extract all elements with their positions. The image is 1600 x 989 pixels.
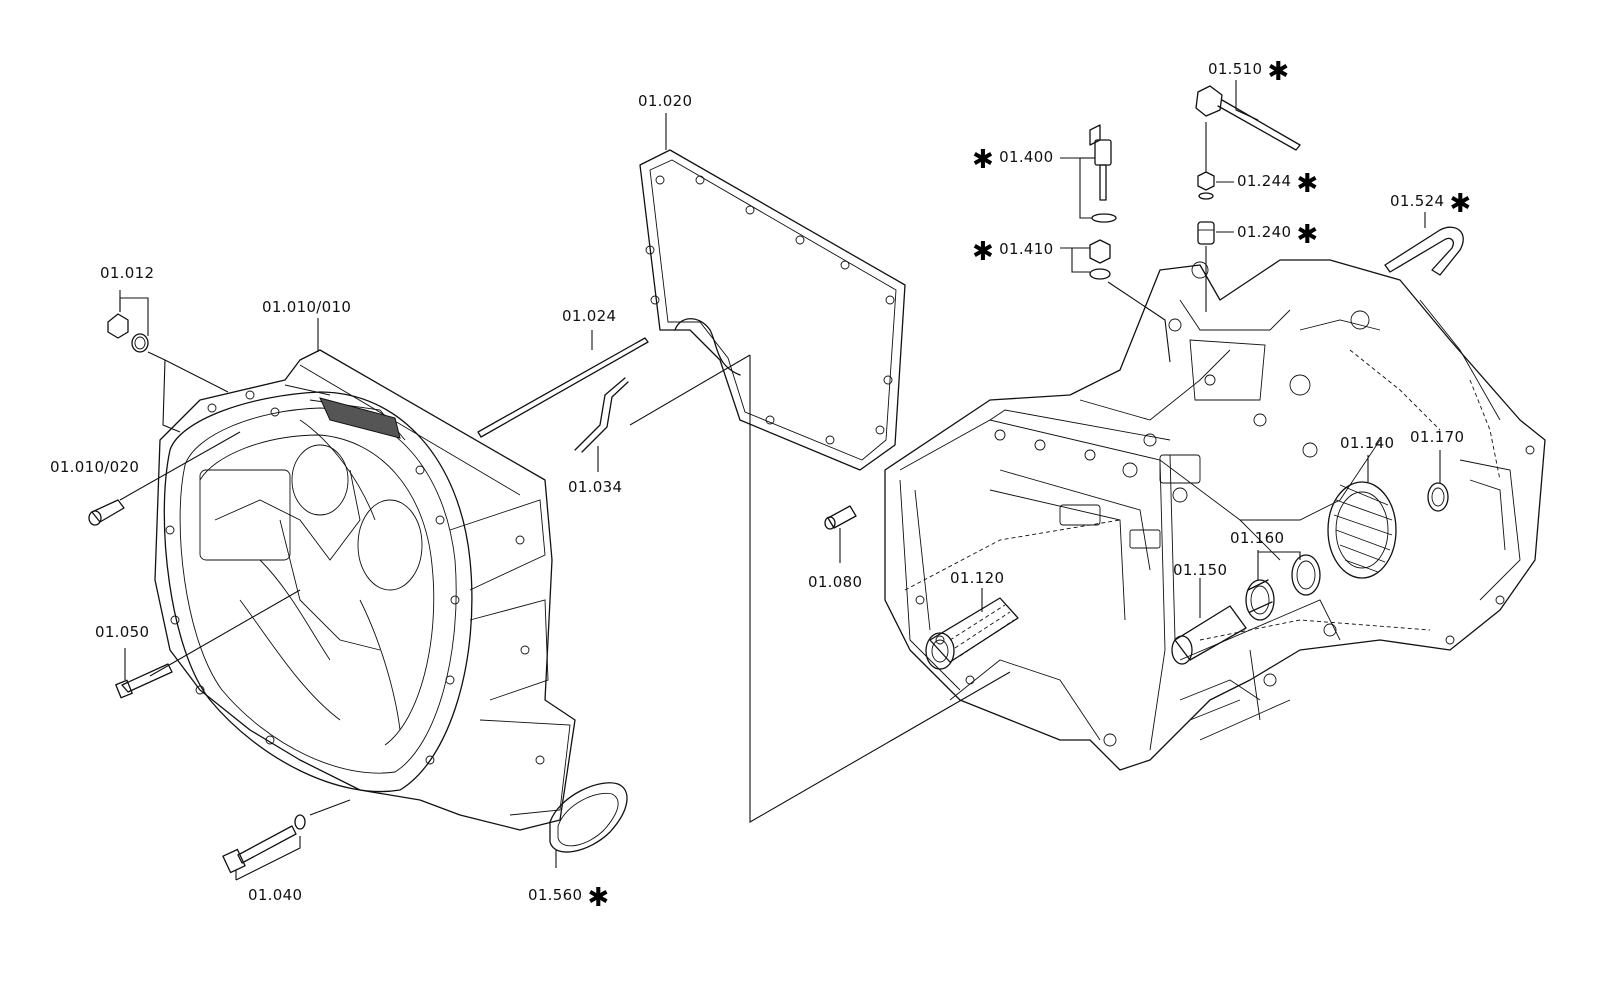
label-01024: 01.024 (562, 307, 617, 325)
oil-rod (477, 337, 649, 438)
sensor-01400 (1089, 124, 1117, 223)
label-01524: 01.524 ✱ (1390, 191, 1471, 217)
part-number-01400: 01.400 (999, 148, 1054, 166)
bolt-01040 (222, 814, 306, 874)
part-number-01510: 01.510 (1208, 60, 1263, 78)
gearbox-housing (884, 259, 1546, 771)
bolt-01050 (115, 663, 173, 699)
asterisk-icon: ✱ (1296, 220, 1319, 250)
label-01080: 01.080 (808, 573, 863, 591)
asterisk-icon: ✱ (1449, 189, 1472, 219)
valve-01240 (1197, 221, 1215, 245)
cover-01560 (549, 782, 628, 853)
asterisk-icon: ✱ (587, 883, 610, 913)
label-01150: 01.150 (1173, 561, 1228, 579)
label-01020: 01.020 (638, 92, 693, 110)
label-01400: ✱ 01.400 (972, 147, 1054, 173)
oil-pipe (574, 377, 626, 451)
part-number-01560: 01.560 (528, 886, 583, 904)
label-01170: 01.170 (1410, 428, 1465, 446)
label-01034: 01.034 (568, 478, 623, 496)
leader-lines (119, 80, 1441, 881)
part-number-01524: 01.524 (1390, 192, 1445, 210)
plug-01012 (107, 313, 149, 353)
label-01040: 01.040 (248, 886, 303, 904)
label-01240: 01.240 ✱ (1237, 222, 1318, 248)
label-01510: 01.510 ✱ (1208, 59, 1289, 85)
sleeve-01150 (1171, 605, 1247, 665)
part-number-01240: 01.240 (1237, 223, 1292, 241)
pin-01080 (824, 505, 857, 530)
clutch-housing (154, 349, 576, 831)
bearings-01160 (1245, 554, 1321, 621)
dowel-01010-020 (88, 499, 125, 526)
screw-01244 (1197, 171, 1215, 200)
label-01160: 01.160 (1230, 529, 1285, 547)
label-01140: 01.140 (1340, 434, 1395, 452)
part-number-01410: 01.410 (999, 240, 1054, 258)
label-01050: 01.050 (95, 623, 150, 641)
label-01012: 01.012 (100, 264, 155, 282)
sensor-01510 (1195, 85, 1301, 151)
asterisk-icon: ✱ (972, 145, 995, 175)
label-01560: 01.560 ✱ (528, 885, 609, 911)
plug-01410 (1089, 239, 1111, 280)
filter-01120 (925, 597, 1019, 670)
part-number-01244: 01.244 (1237, 172, 1292, 190)
label-01120: 01.120 (950, 569, 1005, 587)
asterisk-icon: ✱ (1267, 57, 1290, 87)
label-01010-020: 01.010/020 (50, 458, 140, 476)
label-01244: 01.244 ✱ (1237, 171, 1318, 197)
cover-gasket (639, 149, 906, 471)
ring-01170 (1427, 482, 1449, 512)
asterisk-icon: ✱ (972, 237, 995, 267)
asterisk-icon: ✱ (1296, 169, 1319, 199)
label-01410: ✱ 01.410 (972, 239, 1054, 265)
clamp-01524 (1384, 226, 1464, 276)
label-01010-010: 01.010/010 (262, 298, 352, 316)
gear-01140 (1327, 481, 1397, 579)
